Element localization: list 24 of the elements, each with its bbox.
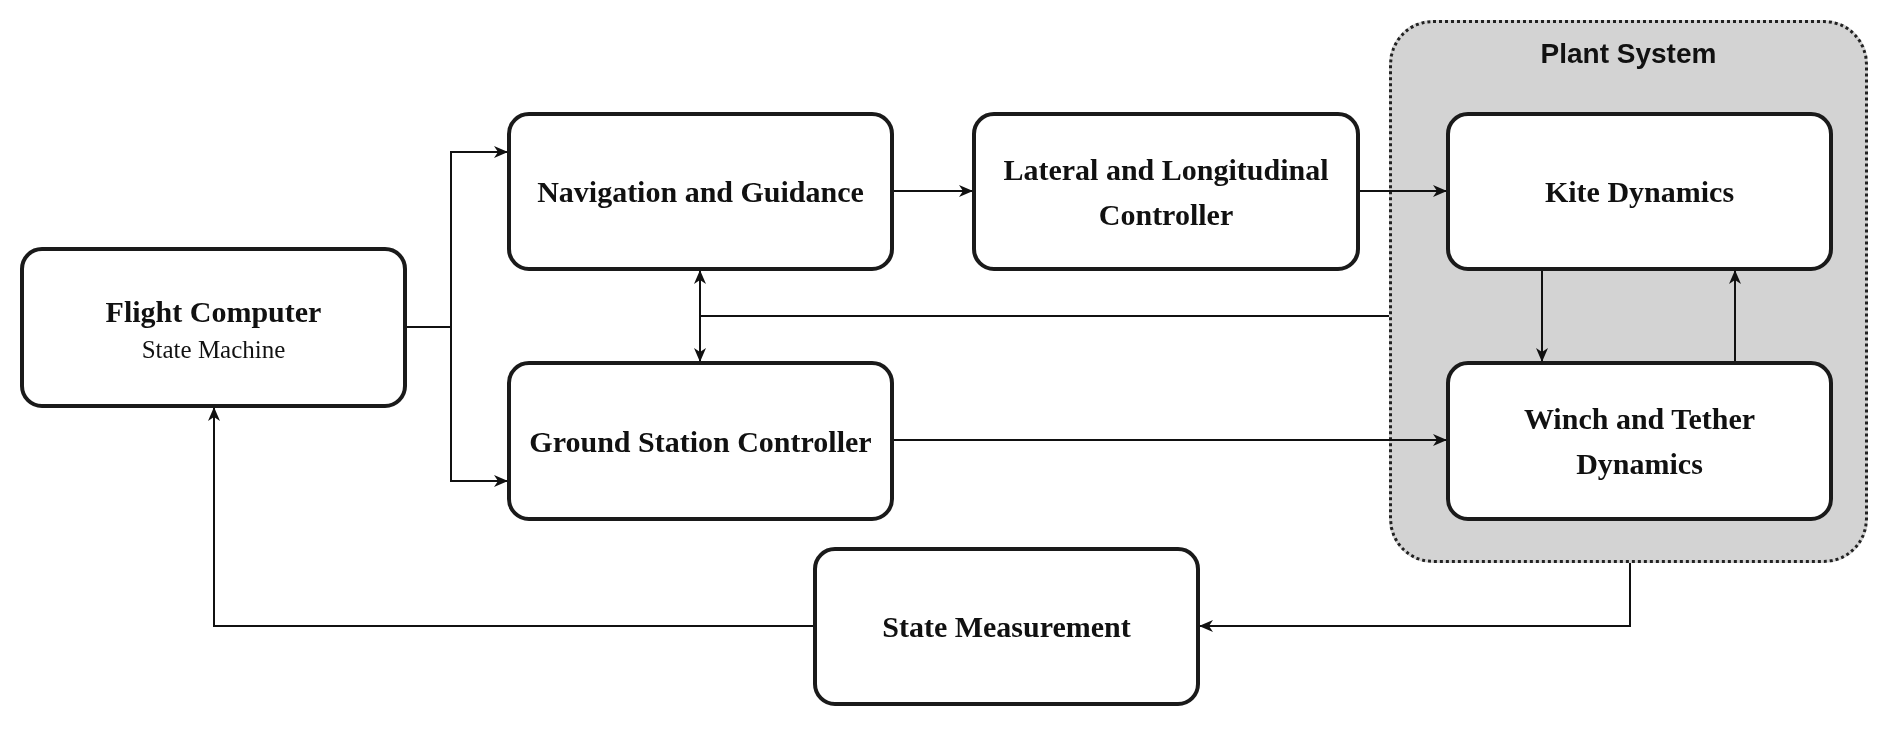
group-title: Plant System [1540,37,1717,71]
arrow [1359,185,1447,197]
group-panel [1389,20,1868,563]
box-title: State Measurement [882,609,1131,645]
box-title: Kite Dynamics [1544,174,1735,210]
process-box [507,361,894,521]
arrow [1729,270,1741,362]
arrow [1199,562,1631,632]
arrow [208,407,814,627]
arrow [1536,270,1548,362]
process-box [1446,361,1833,521]
process-box [507,112,894,271]
process-box [20,247,407,408]
box-title: Navigation and Guidance [537,174,864,210]
box-subtitle: State Machine [141,334,286,365]
arrow [893,185,973,197]
process-box [813,547,1200,706]
box-title: Ground Station Controller [529,423,872,460]
process-box [972,112,1360,271]
box-title: Lateral and Longitudinal Controller [1002,151,1330,233]
process-box [1446,112,1833,271]
box-title: Winch and Tether Dynamics [1522,401,1757,482]
box-title: Flight Computer [105,293,322,330]
arrow [893,434,1447,446]
